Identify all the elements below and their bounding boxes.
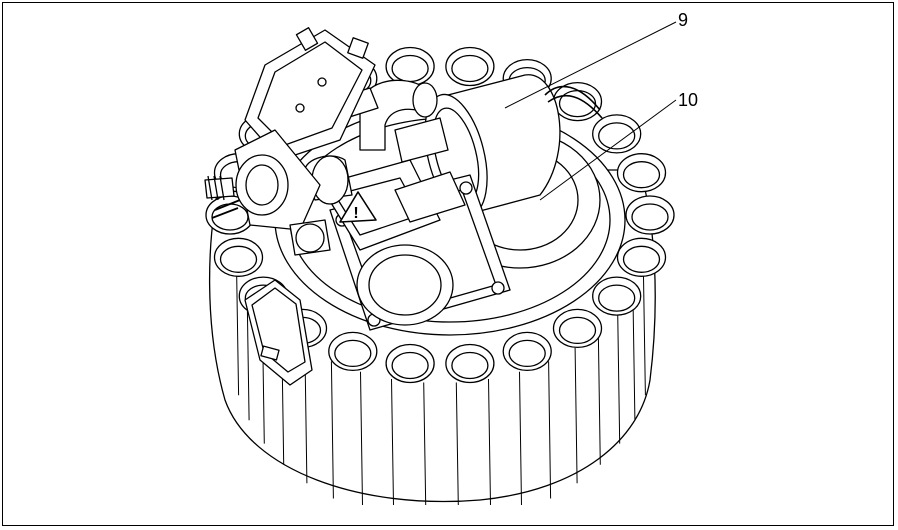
body-flute (330, 361, 334, 499)
cup (445, 46, 495, 87)
body-flute (519, 371, 522, 506)
cup (616, 237, 667, 277)
junction-box (244, 27, 376, 161)
callout-9: 9 (678, 10, 688, 30)
cup (328, 331, 378, 372)
cup (213, 237, 264, 277)
valve-assembly (204, 129, 331, 256)
cup (445, 343, 495, 384)
cup (385, 343, 435, 384)
callout-10: 10 (678, 90, 698, 110)
body-flute (642, 270, 646, 396)
right-cable (544, 85, 603, 119)
body-flute (246, 292, 250, 421)
body-flute (632, 292, 636, 421)
cup (552, 308, 603, 349)
pipes (303, 79, 449, 205)
cup (616, 153, 667, 193)
control-handle (244, 279, 313, 386)
leader-line-10 (539, 99, 677, 201)
body-flute (360, 371, 363, 506)
warning-label: ! (339, 191, 377, 223)
body-flute (574, 347, 578, 484)
cup (625, 195, 675, 235)
body-flute (617, 312, 621, 444)
cup (592, 114, 642, 154)
cup (502, 331, 552, 372)
body-flute (548, 361, 552, 499)
cup (592, 276, 642, 316)
body-flute (455, 382, 459, 506)
cup (552, 81, 603, 122)
body-flute (597, 331, 601, 465)
body-flute (236, 270, 240, 396)
body-flute (423, 382, 427, 506)
warning-symbol: ! (353, 205, 358, 222)
body-flute (488, 378, 491, 506)
body-flute (391, 378, 394, 506)
leader-line-9 (504, 21, 677, 109)
cup (385, 46, 435, 87)
